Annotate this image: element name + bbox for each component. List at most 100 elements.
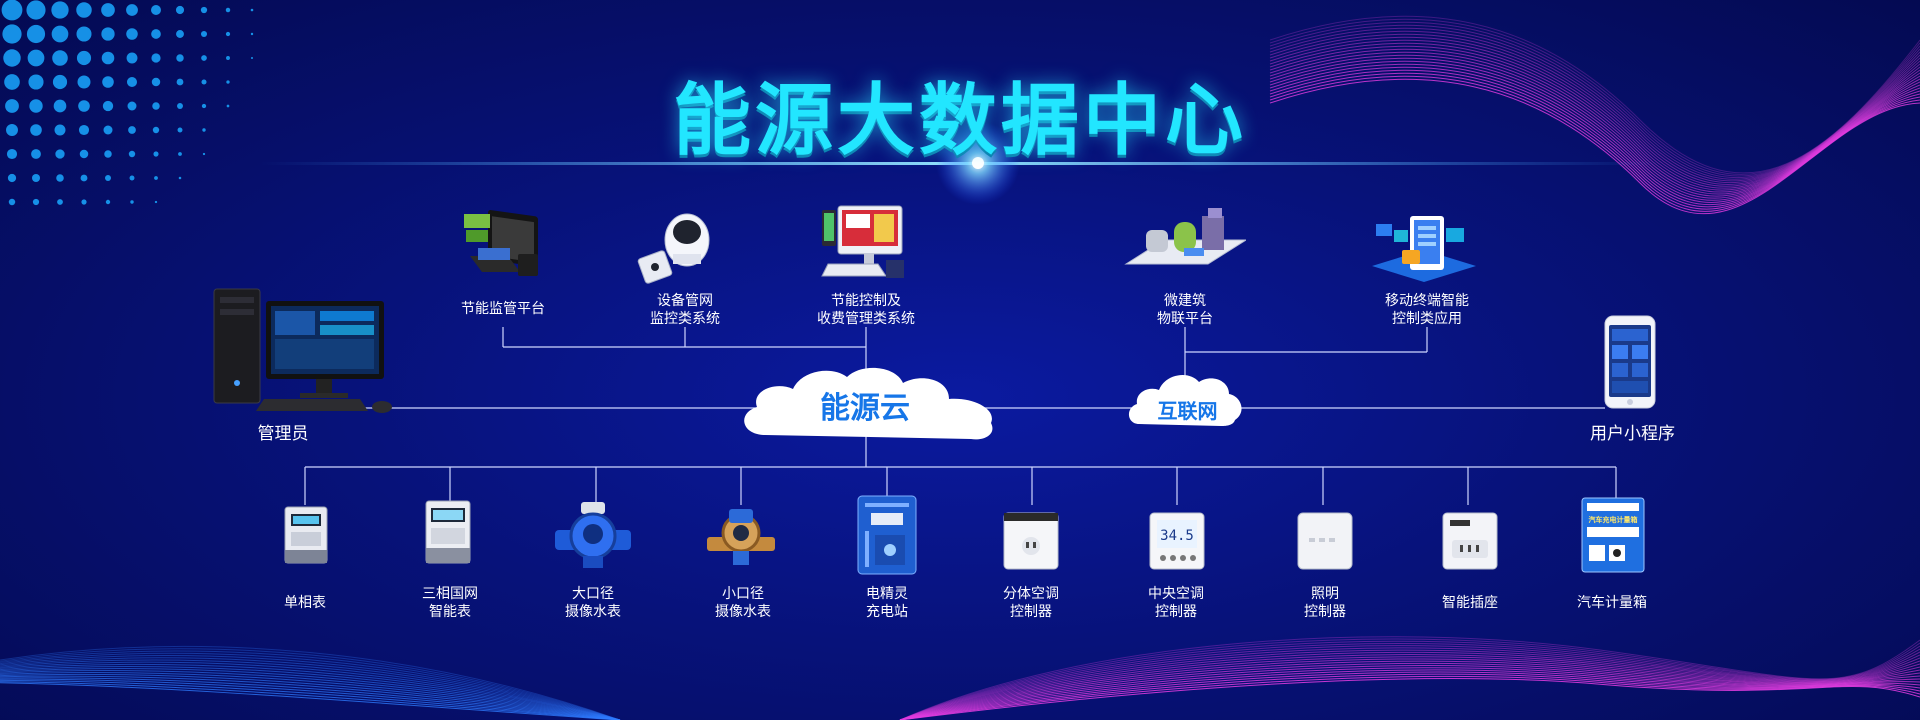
bottom-node-smart-socket [1442, 512, 1498, 574]
halftone-dot [176, 54, 184, 62]
halftone-dot [250, 56, 254, 60]
bottom-node-label: 大口径 摄像水表 [565, 586, 621, 620]
energy-cloud-label: 能源云 [820, 391, 910, 426]
wave-line [0, 673, 621, 720]
halftone-dot [1, 0, 23, 21]
halftone-dot [226, 56, 230, 60]
wave-line [899, 678, 1920, 720]
wave-line [899, 660, 1920, 720]
admin-label: 管理员 [257, 424, 309, 444]
wave-line [0, 666, 621, 720]
top-node-label: 节能监管平台 [461, 301, 545, 317]
wave-line [1269, 30, 1920, 182]
energy-monitor-platform-icon [464, 210, 538, 276]
bottom-node-label: 照明 控制器 [1304, 586, 1346, 620]
halftone-dot [4, 74, 20, 90]
halftone-dot [103, 125, 113, 135]
wave-line [899, 645, 1920, 720]
wave-line [899, 647, 1920, 720]
halftone-dot [26, 0, 46, 20]
halftone-dot [26, 24, 46, 44]
wave-line [0, 671, 621, 720]
halftone-dot [51, 1, 69, 19]
bottom-node-label: 分体空调 控制器 [1003, 586, 1059, 620]
wave-line [0, 682, 621, 720]
halftone-dot [175, 5, 185, 15]
halftone-dot [29, 99, 43, 113]
wave-line [0, 681, 621, 720]
wave-line [899, 671, 1920, 720]
halftone-dot [2, 24, 22, 44]
bottom-node-charging-station [857, 495, 917, 579]
halftone-dot [202, 152, 206, 156]
top-node-label: 节能控制及 收费管理类系统 [817, 293, 915, 327]
halftone-dot [31, 149, 41, 159]
halftone-dot [177, 127, 183, 133]
single-phase-meter-icon [284, 506, 328, 564]
halftone-dot [101, 27, 115, 41]
halftone-dot [80, 174, 88, 182]
halftone-dot [126, 52, 138, 64]
wave-line [1269, 27, 1920, 180]
halftone-dot [6, 124, 18, 136]
halftone-dot [126, 4, 138, 16]
car-meter-box-icon: 汽车充电计量箱 [1581, 497, 1645, 573]
halftone-dot [3, 49, 21, 67]
halftone-dot [178, 176, 182, 180]
halftone-dot [130, 200, 134, 204]
wave-line [899, 638, 1920, 720]
pink-wave-top-decor [1269, 15, 1920, 215]
wave-line [0, 679, 621, 720]
halftone-dot [77, 75, 91, 89]
split-ac-controller-icon [1003, 512, 1059, 570]
top-node-building-iot [1124, 204, 1248, 280]
wave-line [0, 648, 621, 720]
bottom-node-large-water [553, 500, 633, 574]
wave-line [899, 636, 1920, 720]
halftone-dot [32, 198, 40, 206]
halftone-dot [30, 124, 42, 136]
user-app-label: 用户小程序 [1590, 424, 1675, 444]
bottom-node-label: 三相国网 智能表 [422, 586, 478, 620]
halftone-dot [250, 32, 254, 36]
halftone-dot [76, 2, 92, 18]
halftone-dot [128, 150, 136, 158]
halftone-dot [76, 50, 92, 66]
ac-display-text: 34.5 [1160, 528, 1194, 544]
halftone-dot [200, 30, 208, 38]
wave-line [1269, 39, 1920, 187]
wave-line [0, 657, 621, 720]
halftone-dot [104, 150, 112, 158]
halftone-dot [102, 76, 114, 88]
top-node-label: 微建筑 物联平台 [1157, 293, 1213, 327]
halftone-dot [202, 128, 206, 132]
wave-line [899, 642, 1920, 720]
wave-line [1269, 36, 1920, 185]
halftone-dot [129, 175, 135, 181]
halftone-dot [52, 74, 68, 90]
halftone-dot [151, 77, 161, 87]
bottom-node-lighting [1297, 512, 1353, 574]
halftone-dot [201, 103, 207, 109]
halftone-dot [250, 8, 254, 12]
wave-line [1269, 78, 1920, 215]
halftone-dot [6, 148, 18, 160]
halftone-dot [5, 99, 19, 113]
wave-line [0, 678, 621, 720]
page-title: 能源大数据中心 [672, 76, 1247, 166]
halftone-dot [151, 29, 161, 39]
top-node-label: 移动终端智能 控制类应用 [1385, 293, 1469, 327]
wave-line [1269, 21, 1920, 177]
halftone-dot [127, 101, 137, 111]
top-node-device-monitor [635, 210, 721, 290]
wave-line [0, 652, 621, 720]
smart-socket-icon [1442, 512, 1498, 570]
wave-line [0, 655, 621, 720]
wave-line [0, 663, 621, 720]
halftone-dot [154, 176, 158, 180]
wave-line [0, 677, 621, 720]
bottom-node-label: 单相表 [284, 595, 326, 611]
halftone-dot [27, 49, 45, 67]
halftone-dot [28, 74, 44, 90]
